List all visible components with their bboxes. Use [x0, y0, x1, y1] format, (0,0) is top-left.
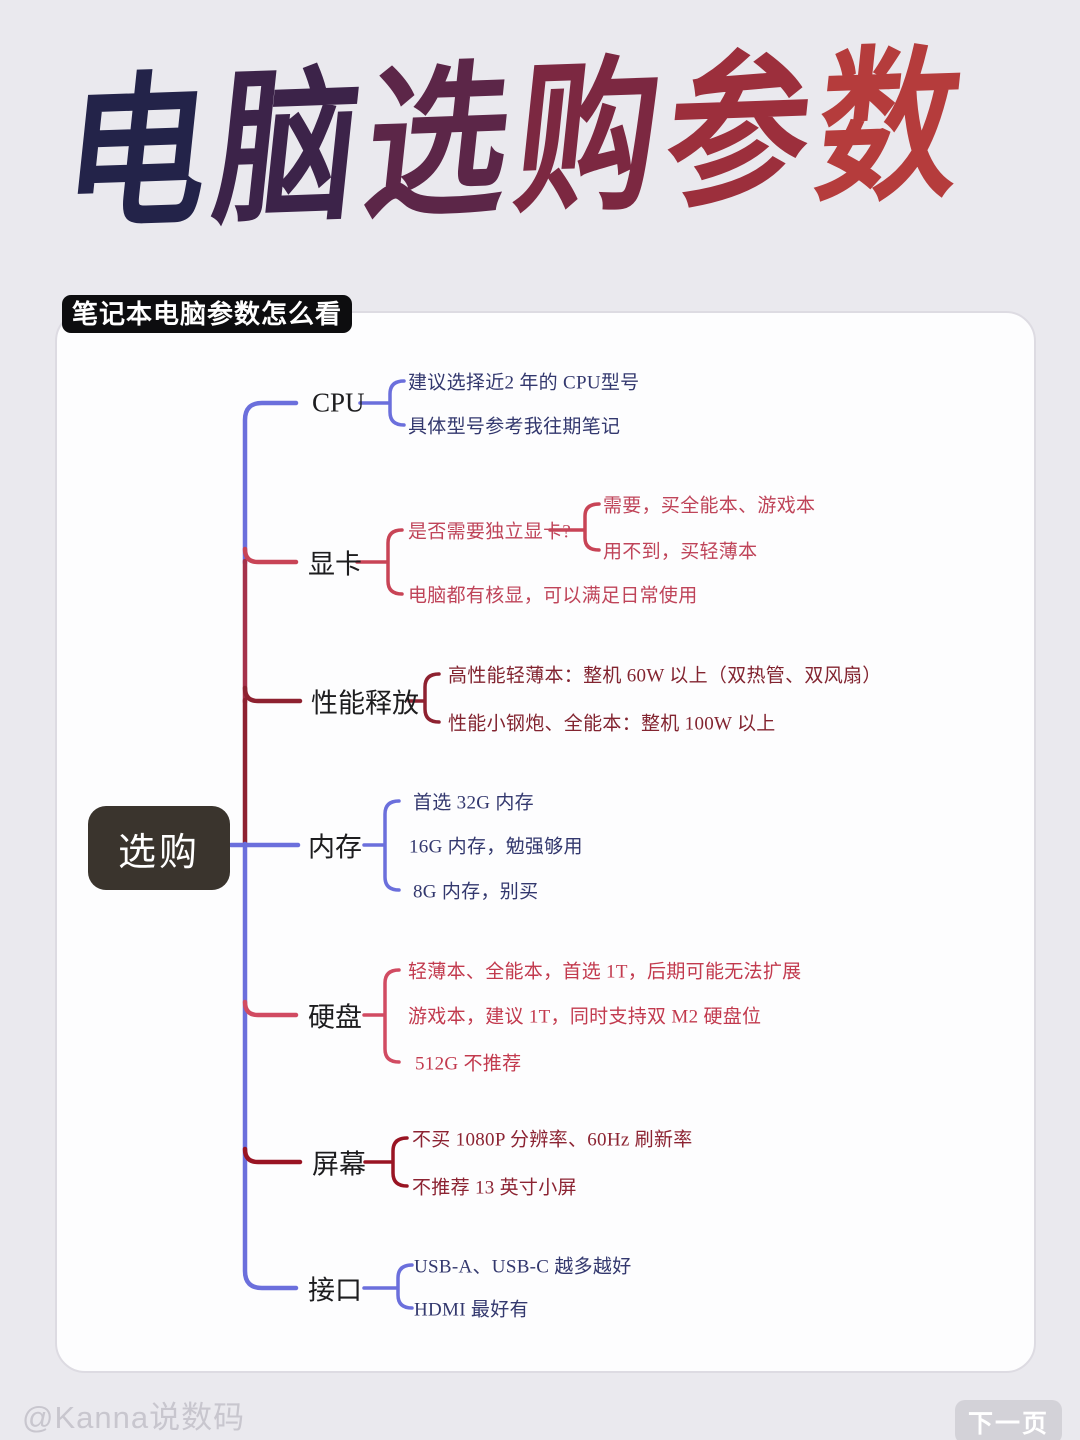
- branch-ports: 接口: [308, 1275, 362, 1306]
- brace-performance: [407, 672, 441, 724]
- next-page-button[interactable]: 下一页: [954, 1400, 1062, 1440]
- trunk-top-segment: [242, 400, 299, 566]
- leaf-screen-2: 不推荐 13 英寸小屏: [412, 1177, 577, 1199]
- section-tag: 笔记本电脑参数怎么看: [62, 295, 353, 333]
- brace-storage: [362, 968, 401, 1064]
- brace-gpu-sub: [548, 502, 601, 552]
- leaf-memory-2: 16G 内存，勉强够用: [409, 836, 583, 858]
- elbow-screen: [242, 1146, 303, 1165]
- leaf-performance-1: 高性能轻薄本：整机 60W 以上（双热管、双风扇）: [448, 665, 882, 687]
- leaf-screen-1: 不买 1080P 分辨率、60Hz 刷新率: [412, 1129, 693, 1151]
- leaf-cpu-2: 具体型号参考我往期笔记: [408, 416, 621, 438]
- leaf-performance-2: 性能小钢炮、全能本：整机 100W 以上: [448, 713, 776, 735]
- leaf-storage-1: 轻薄本、全能本，首选 1T，后期可能无法扩展: [408, 961, 802, 983]
- leaf-gpu-igpu: 电脑都有核显，可以满足日常使用: [408, 585, 698, 607]
- branch-memory: 内存: [308, 832, 362, 863]
- brace-gpu: [355, 528, 404, 596]
- leaf-storage-3: 512G 不推荐: [415, 1053, 522, 1075]
- elbow-performance: [242, 685, 303, 704]
- leaf-cpu-1: 建议选择近2 年的 CPU型号: [408, 372, 640, 394]
- elbow-gpu: [242, 546, 299, 565]
- branch-storage: 硬盘: [308, 1002, 362, 1033]
- brace-ports: [362, 1263, 414, 1310]
- branch-screen: 屏幕: [312, 1149, 366, 1180]
- leaf-memory-3: 8G 内存，别买: [413, 881, 539, 903]
- leaf-gpu-noneed: 用不到，买轻薄本: [603, 541, 758, 563]
- branch-gpu: 显卡: [308, 549, 362, 580]
- branch-cpu: CPU: [312, 387, 365, 418]
- leaf-ports-2: HDMI 最好有: [414, 1299, 529, 1321]
- trunk-bottom-segment: [242, 841, 299, 1291]
- brace-cpu: [358, 379, 406, 427]
- brace-memory: [362, 799, 401, 892]
- author-watermark: @Kanna说数码: [22, 1400, 246, 1435]
- elbow-storage: [242, 999, 299, 1018]
- branch-performance: 性能释放: [311, 688, 419, 719]
- leaf-ports-1: USB-A、USB-C 越多越好: [414, 1256, 632, 1278]
- leaf-storage-2: 游戏本，建议 1T，同时支持双 M2 硬盘位: [408, 1006, 762, 1028]
- leaf-gpu-need: 需要，买全能本、游戏本: [603, 495, 816, 517]
- leaf-gpu-question: 是否需要独立显卡?: [408, 521, 572, 543]
- leaf-memory-1: 首选 32G 内存: [413, 792, 534, 814]
- root-node: 选购: [88, 806, 230, 890]
- brace-screen: [363, 1136, 409, 1188]
